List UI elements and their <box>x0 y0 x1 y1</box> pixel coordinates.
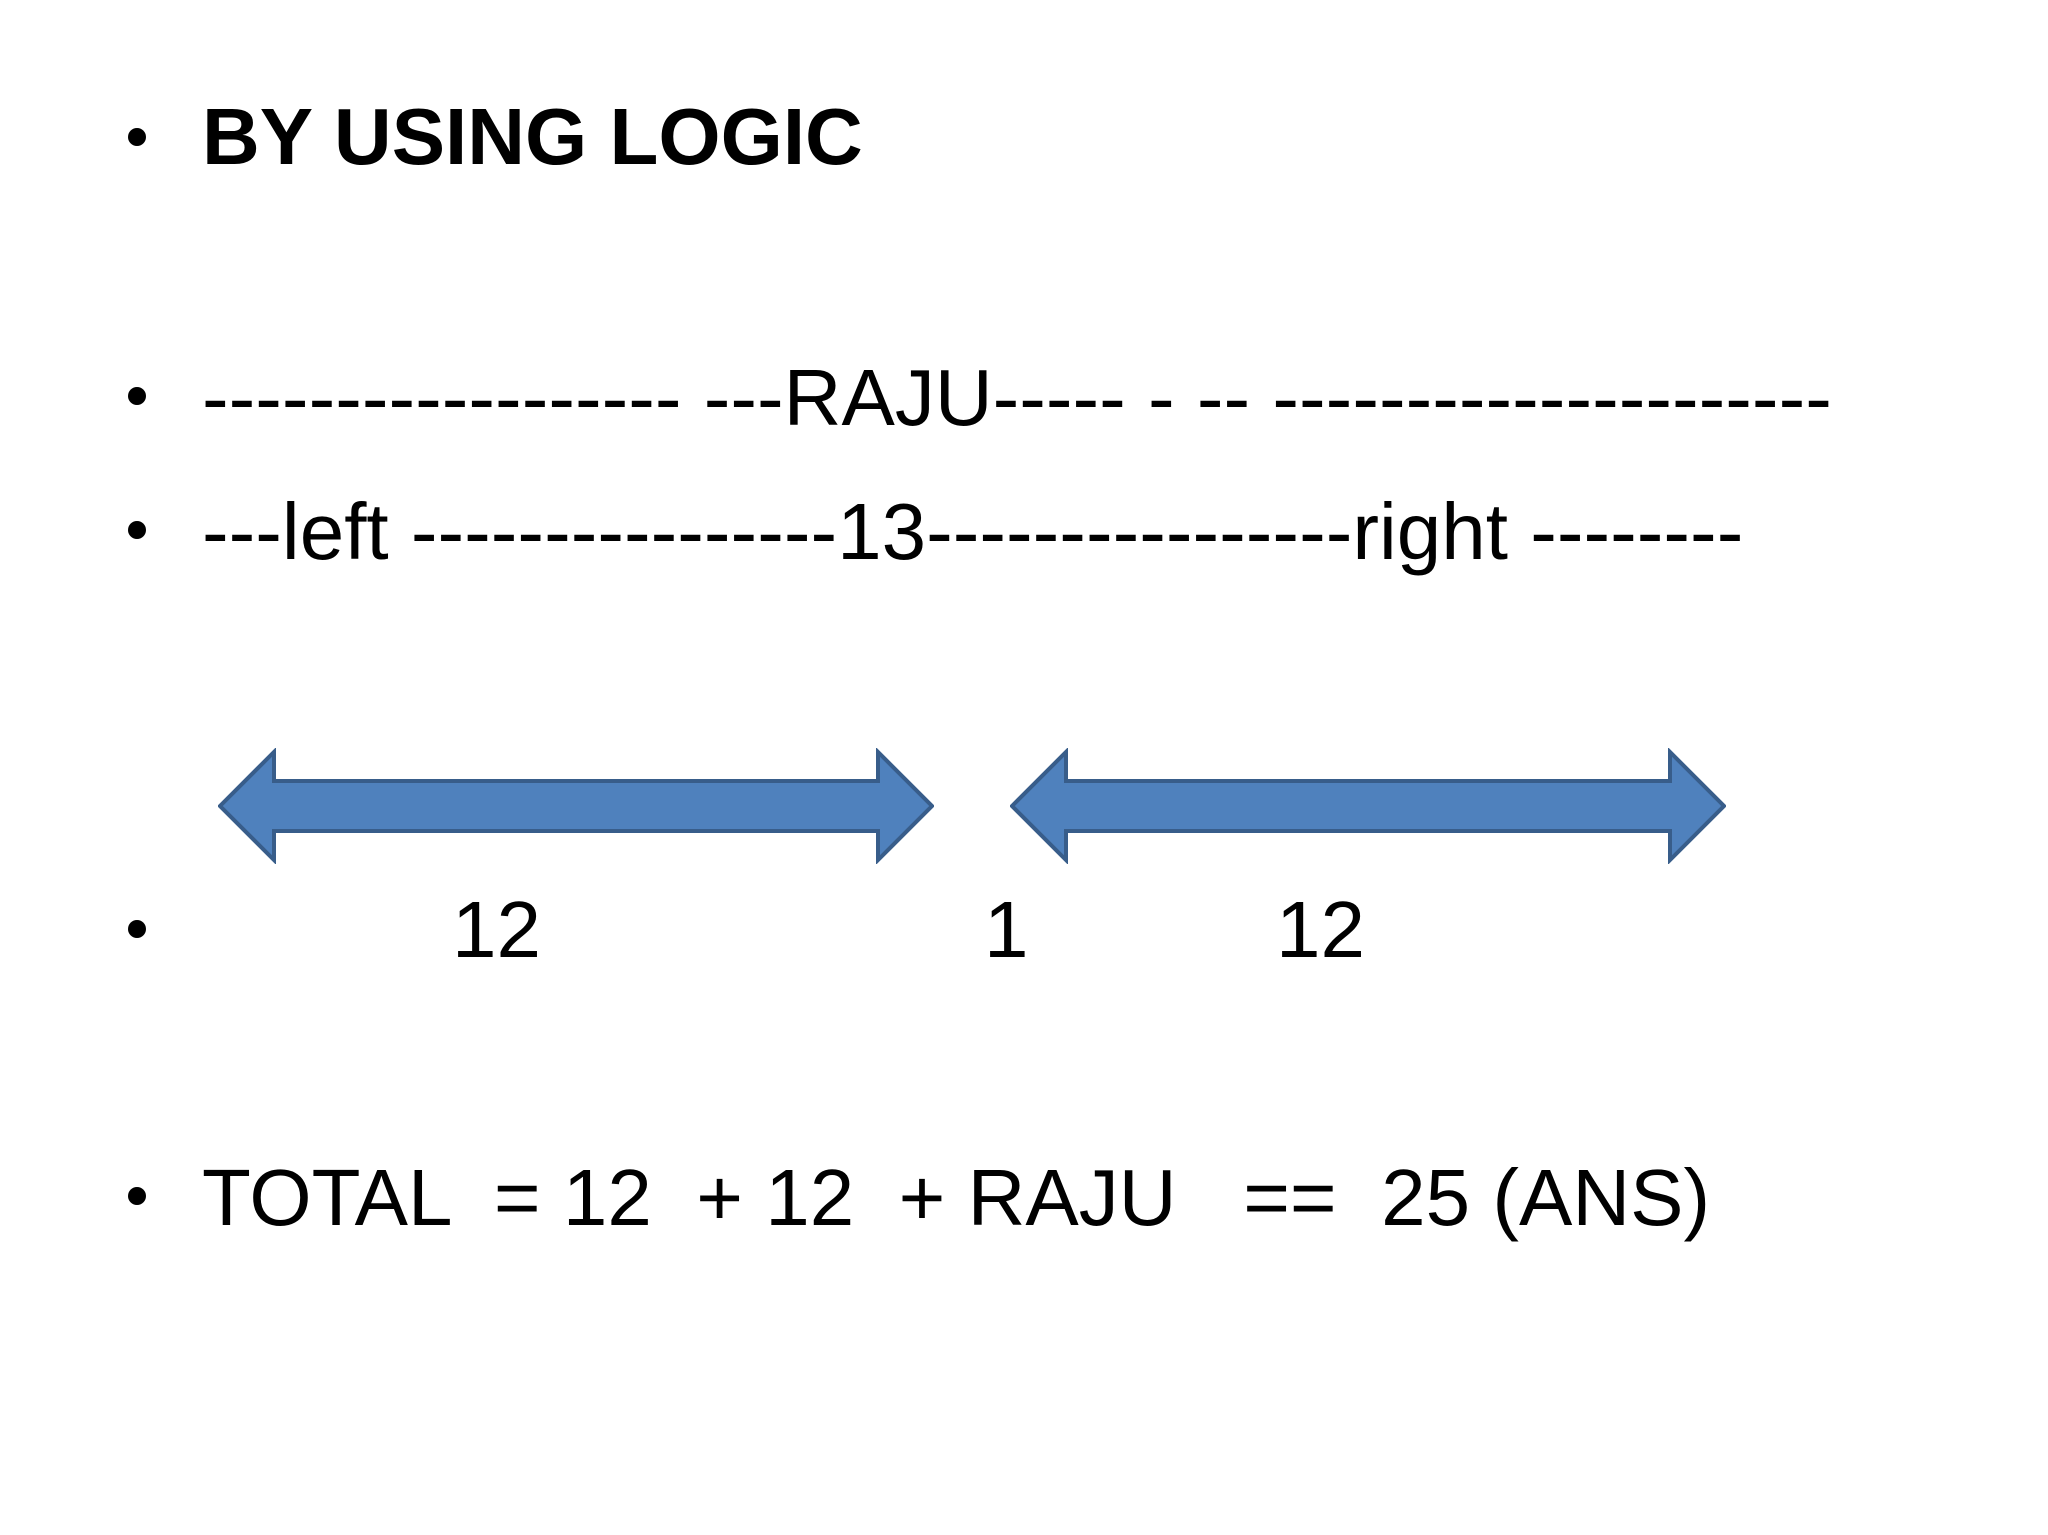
left-arrow-shape <box>218 748 934 864</box>
bullet-marker <box>128 387 146 405</box>
bullet-marker <box>128 920 146 938</box>
left-double-arrow-icon <box>218 748 934 864</box>
label-right-count: 12 <box>1276 885 1365 974</box>
bullet-marker <box>128 128 146 146</box>
bullet-marker <box>128 1187 146 1205</box>
label-left-count: 12 <box>452 885 541 974</box>
raju-line: ------------------ ---RAJU----- - -- ---… <box>202 353 1832 442</box>
label-middle-count: 1 <box>984 885 1029 974</box>
slide-title: BY USING LOGIC <box>202 92 863 181</box>
left-right-line: ---left ----------------13--------------… <box>202 487 1744 576</box>
total-line: TOTAL = 12 + 12 + RAJU == 25 (ANS) <box>202 1153 1711 1242</box>
right-double-arrow-icon <box>1010 748 1726 864</box>
bullet-marker <box>128 521 146 539</box>
right-arrow-shape <box>1010 748 1726 864</box>
